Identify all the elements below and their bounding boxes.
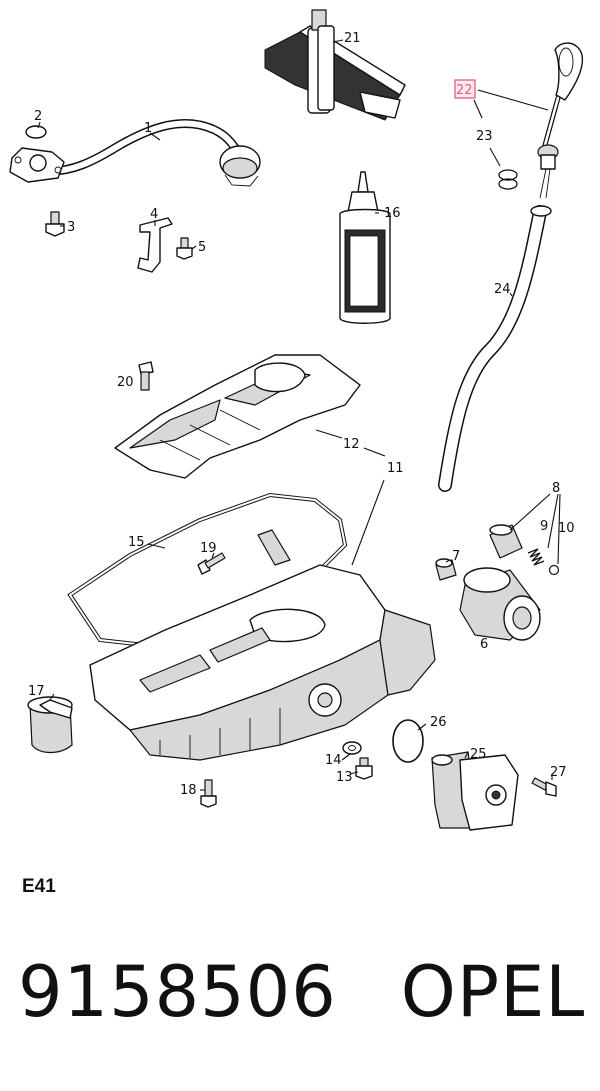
callout-20: 20 [117,375,134,390]
sealant-bottle-16 [339,171,391,324]
callout-22-highlight-box [454,79,476,99]
part-number: 9158506 [18,951,337,1033]
callout-18: 18 [180,783,197,798]
o-rings-23 [498,169,518,190]
ball-10 [548,564,560,576]
callout-7: 7 [452,549,460,564]
drain-plug-13 [355,757,373,780]
callout-15: 15 [128,535,145,550]
brand-name: OPEL [400,951,586,1033]
callout-10: 10 [558,521,575,536]
callout-2: 2 [34,109,42,124]
callout-6: 6 [480,637,488,652]
bolt-19 [197,552,226,575]
bracket-4 [137,217,173,273]
callout-labels: 1 2 3 4 5 6 7 8 9 10 11 12 13 14 15 16 1… [28,31,575,798]
washer-14 [342,741,362,755]
callout-16: 16 [384,206,401,221]
callout-26: 26 [430,715,447,730]
callout-1: 1 [144,121,152,136]
dipstick-tube-24 [438,205,552,492]
valve-8 [489,524,523,559]
gasket-26 [392,719,424,763]
o-ring-2 [25,125,47,139]
baffle-plate-12 [114,354,361,479]
callout-22: 22 [456,83,473,98]
dipstick-22 [537,42,584,199]
plug-17 [27,696,73,754]
callout-5: 5 [198,240,206,255]
callout-25: 25 [470,747,487,762]
oil-filter-housing-25 [431,751,519,831]
callout-12: 12 [343,437,360,452]
exploded-parts-diagram: 1 2 3 4 5 6 7 8 9 10 11 12 13 14 15 16 1… [9,9,584,831]
callout-14: 14 [325,753,342,768]
callout-3: 3 [67,220,75,235]
bolt-18 [200,779,217,808]
callout-4: 4 [150,207,158,222]
callout-17: 17 [28,684,45,699]
oil-pan-11 [89,529,436,761]
leader-lines [37,39,561,791]
bolt-5 [176,237,193,260]
bolt-20 [138,361,154,391]
oil-pickup-pipe [9,119,261,187]
callout-13: 13 [336,770,353,785]
callout-19: 19 [200,541,217,556]
callout-27: 27 [550,765,567,780]
callout-21: 21 [344,31,361,46]
callout-11: 11 [387,461,404,476]
bolt-27 [531,777,557,797]
oil-filter-6 [459,567,541,641]
callout-23: 23 [476,129,493,144]
figure-code: E41 [22,876,56,897]
callout-8: 8 [552,481,560,496]
callout-24: 24 [494,282,511,297]
sealant-kit-21 [264,9,406,121]
part-number-line: 9158506 OPEL [18,950,585,1034]
bolt-3 [45,211,65,237]
callout-9: 9 [540,519,548,534]
spring-9 [527,548,545,566]
